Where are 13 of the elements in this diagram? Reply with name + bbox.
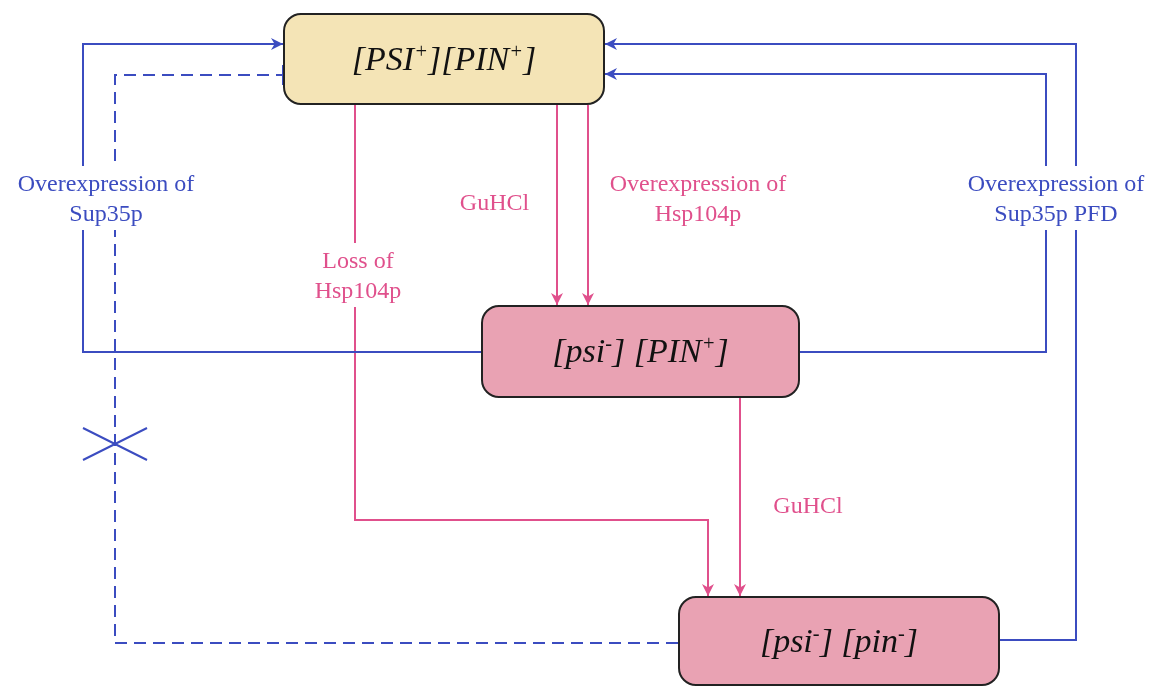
arrow — [582, 104, 594, 306]
state-box — [481, 305, 800, 398]
arrow — [551, 104, 563, 306]
state-box — [283, 13, 605, 105]
arrow — [604, 38, 1077, 641]
arrow — [354, 104, 714, 597]
prion-state-label: [psi$^{-}$] [pin$^{-}$] — [759, 621, 919, 661]
state-box — [678, 596, 1000, 686]
arrow — [734, 397, 746, 597]
prion-state-label: [PSI$^{+}$][PIN$^{+}$] — [351, 39, 537, 79]
prion-state-label: [psi$^{-}$] [PIN$^{+}$] — [552, 332, 729, 371]
arrow — [82, 38, 482, 353]
arrow — [604, 68, 1047, 353]
